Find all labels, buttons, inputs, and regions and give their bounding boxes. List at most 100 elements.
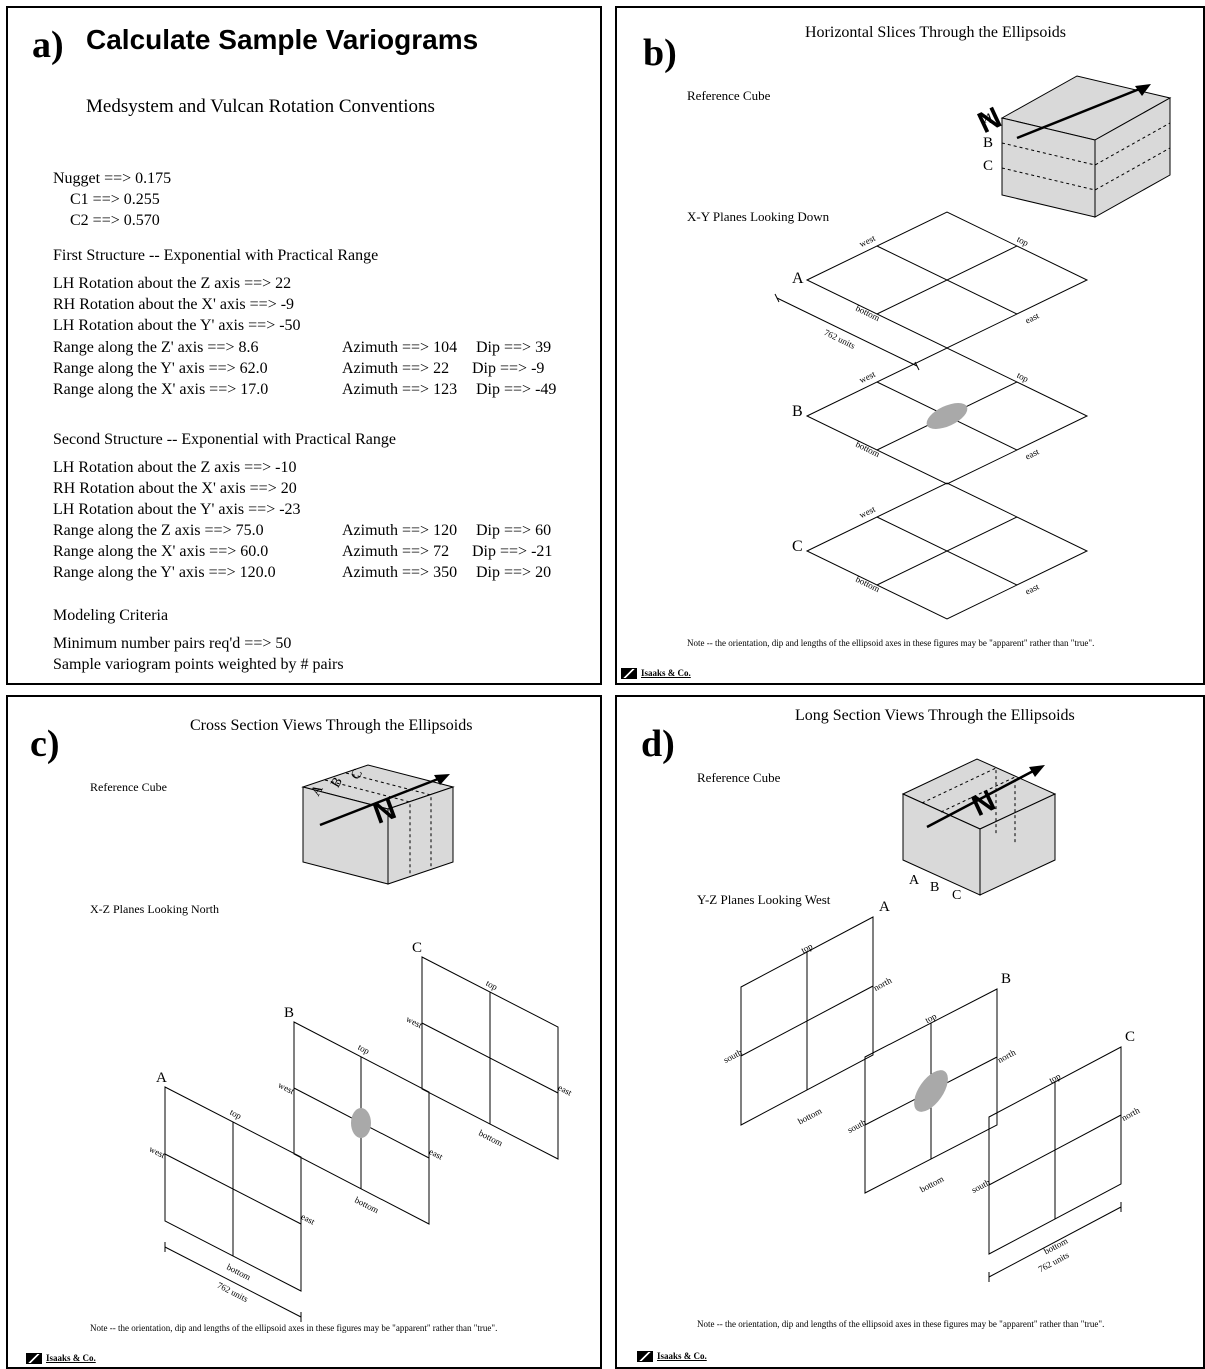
- planes-label: X-Y Planes Looking Down: [687, 209, 830, 224]
- grid-b-label: B: [284, 1005, 295, 1021]
- grid-a-label: A: [879, 899, 890, 915]
- note-text: Note -- the orientation, dip and lengths…: [90, 1323, 498, 1333]
- grid-a: [805, 211, 1089, 349]
- c2-line: C2 ==> 0.570: [70, 212, 160, 229]
- reference-cube: [301, 764, 455, 885]
- logo-name: Isaaks & Co.: [46, 1353, 96, 1363]
- reference-cube-label: Reference Cube: [697, 770, 781, 785]
- second-azimuth-3: Azimuth ==> 350: [342, 564, 458, 581]
- ellipse-section-b: [351, 1108, 371, 1138]
- grid-c: [421, 956, 559, 1160]
- logo-mark-icon: [621, 668, 637, 680]
- planes-label: X-Z Planes Looking North: [90, 902, 219, 916]
- first-structure-heading: First Structure -- Exponential with Prac…: [53, 247, 379, 264]
- isaaks-logo: Isaaks & Co.: [637, 1351, 707, 1363]
- isaaks-logo: Isaaks & Co.: [621, 668, 691, 680]
- first-range-2: Range along the Y' axis ==> 62.0: [53, 360, 268, 377]
- reference-cube-label: Reference Cube: [687, 88, 771, 103]
- grid-a-label: A: [792, 270, 804, 287]
- logo-mark-icon: [637, 1351, 653, 1363]
- second-azimuth-2: Azimuth ==> 72: [342, 543, 450, 560]
- second-dip-2: Dip ==> -21: [472, 543, 553, 560]
- criteria-weighting: Sample variogram points weighted by # pa…: [53, 656, 344, 673]
- cube-slice-a: A: [909, 873, 920, 888]
- panel-d: d) Long Section Views Through the Ellips…: [615, 695, 1205, 1369]
- note-text: Note -- the orientation, dip and lengths…: [687, 638, 1095, 648]
- reference-cube-label: Reference Cube: [90, 780, 167, 794]
- note-text: Note -- the orientation, dip and lengths…: [697, 1319, 1105, 1329]
- nugget-line: Nugget ==> 0.175: [53, 170, 172, 187]
- first-dip-2: Dip ==> -9: [472, 360, 545, 377]
- scale-bar: [164, 1242, 302, 1322]
- grid-a-label: A: [156, 1070, 167, 1086]
- grid-b-label: B: [1001, 971, 1012, 987]
- logo-mark-icon: [26, 1353, 42, 1365]
- grid-c-label: C: [792, 538, 803, 555]
- panel-b-diagram: [774, 75, 1172, 620]
- reference-cube: [1000, 75, 1172, 218]
- panel-b-label: b): [643, 32, 677, 74]
- first-rotation-y: LH Rotation about the Y' axis ==> -50: [53, 317, 301, 334]
- cube-slice-c: C: [983, 158, 994, 174]
- cube-slice-b: B: [930, 880, 940, 895]
- criteria-heading: Modeling Criteria: [53, 607, 169, 624]
- panel-c-diagram: [164, 764, 559, 1322]
- criteria-min-pairs: Minimum number pairs req'd ==> 50: [53, 635, 292, 652]
- logo-name: Isaaks & Co.: [641, 668, 691, 678]
- c1-line: C1 ==> 0.255: [70, 191, 160, 208]
- panel-a-subtitle: Medsystem and Vulcan Rotation Convention…: [86, 96, 435, 117]
- second-range-3: Range along the Y' axis ==> 120.0: [53, 564, 276, 581]
- grid-a: [740, 916, 874, 1126]
- first-range-1: Range along the Z' axis ==> 8.6: [53, 339, 259, 356]
- panel-a-label: a): [32, 24, 64, 66]
- north-arrowhead: [434, 774, 450, 785]
- grid-c-label: C: [1125, 1029, 1136, 1045]
- panel-b: b) Horizontal Slices Through the Ellipso…: [615, 6, 1205, 685]
- isaaks-logo: Isaaks & Co.: [26, 1353, 96, 1365]
- north-arrowhead: [1135, 84, 1151, 96]
- second-azimuth-1: Azimuth ==> 120: [342, 522, 458, 539]
- second-range-1: Range along the Z axis ==> 75.0: [53, 522, 264, 539]
- ellipse-slice-b: [926, 403, 968, 429]
- north-arrow: [319, 777, 439, 827]
- second-rotation-x: RH Rotation about the X' axis ==> 20: [53, 480, 297, 497]
- second-rotation-y: LH Rotation about the Y' axis ==> -23: [53, 501, 301, 518]
- first-azimuth-1: Azimuth ==> 104: [342, 339, 458, 356]
- first-azimuth-2: Azimuth ==> 22: [342, 360, 450, 377]
- panel-a-title: Calculate Sample Variograms: [86, 24, 479, 55]
- second-dip-3: Dip ==> 20: [476, 564, 552, 581]
- cube-slice-a: A: [983, 111, 994, 127]
- panel-b-title: Horizontal Slices Through the Ellipsoids: [805, 24, 1067, 41]
- first-azimuth-3: Azimuth ==> 123: [342, 381, 458, 398]
- grid-c: [805, 482, 1089, 620]
- second-dip-1: Dip ==> 60: [476, 522, 552, 539]
- grid-b-label: B: [792, 403, 803, 420]
- panel-c: c) Cross Section Views Through the Ellip…: [6, 695, 602, 1369]
- panel-d-title: Long Section Views Through the Ellipsoid…: [795, 707, 1075, 724]
- first-rotation-z: LH Rotation about the Z axis ==> 22: [53, 275, 292, 292]
- panel-d-diagram: [740, 758, 1122, 1282]
- cube-slice-b: B: [983, 135, 994, 151]
- panel-a: a) Calculate Sample Variograms Medsystem…: [6, 6, 602, 685]
- grid-a: [164, 1086, 302, 1292]
- logo-name: Isaaks & Co.: [657, 1351, 707, 1361]
- planes-label: Y-Z Planes Looking West: [697, 892, 831, 907]
- cube-slice-c: C: [952, 888, 962, 903]
- first-dip-3: Dip ==> -49: [476, 381, 557, 398]
- second-structure-heading: Second Structure -- Exponential with Pra…: [53, 431, 397, 448]
- grid-c: [988, 1046, 1122, 1255]
- reference-cube: [901, 758, 1057, 896]
- second-rotation-z: LH Rotation about the Z axis ==> -10: [53, 459, 297, 476]
- first-rotation-x: RH Rotation about the X' axis ==> -9: [53, 296, 295, 313]
- scale-bar: [774, 293, 920, 371]
- north-arrowhead: [1029, 765, 1045, 777]
- panel-c-title: Cross Section Views Through the Ellipsoi…: [190, 717, 473, 734]
- ellipse-section-b: [914, 1070, 948, 1112]
- scale-bar: [988, 1202, 1122, 1282]
- north-arrow: [1016, 84, 1148, 140]
- grid-c-label: C: [412, 940, 423, 956]
- first-range-3: Range along the X' axis ==> 17.0: [53, 381, 269, 398]
- first-dip-1: Dip ==> 39: [476, 339, 552, 356]
- second-range-2: Range along the X' axis ==> 60.0: [53, 543, 269, 560]
- panel-c-label: c): [30, 723, 60, 765]
